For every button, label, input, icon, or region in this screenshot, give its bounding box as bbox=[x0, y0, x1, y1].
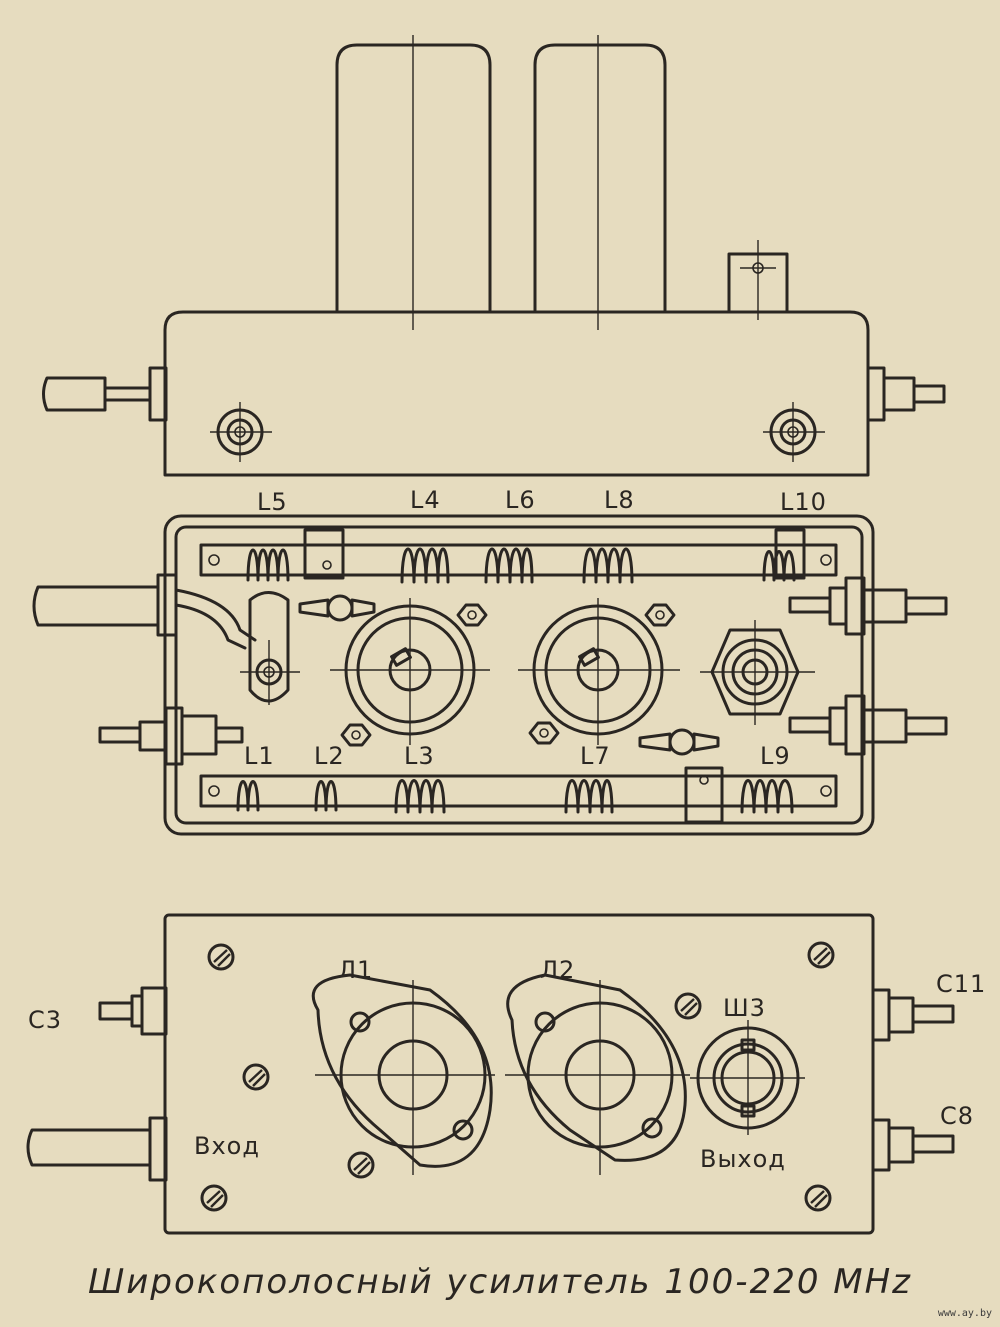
label-l1: L1 bbox=[244, 742, 275, 770]
label-c11: C11 bbox=[936, 970, 986, 998]
right-terminal-2 bbox=[788, 694, 948, 756]
label-l6: L6 bbox=[505, 486, 536, 514]
coil-l7 bbox=[564, 779, 614, 814]
tube-2-outline bbox=[533, 43, 667, 312]
trimmer-left bbox=[248, 591, 290, 703]
left-terminal-lower bbox=[98, 706, 244, 766]
upper-coil-rod bbox=[199, 543, 838, 577]
hex-nut-2 bbox=[644, 603, 676, 627]
connector-sh3 bbox=[690, 1020, 805, 1135]
coil-l10 bbox=[762, 550, 796, 582]
screw-7 bbox=[804, 1184, 832, 1212]
label-tube-1: Л1 bbox=[338, 956, 373, 984]
label-output: Выход bbox=[700, 1145, 786, 1173]
output-connector-top bbox=[700, 620, 815, 725]
chassis-side bbox=[163, 310, 870, 477]
label-l3: L3 bbox=[404, 742, 435, 770]
label-connector: Ш3 bbox=[723, 994, 766, 1022]
label-l5: L5 bbox=[257, 488, 288, 516]
label-input: Вход bbox=[194, 1132, 260, 1160]
lower-coil-rod bbox=[199, 774, 838, 808]
screw-3 bbox=[242, 1063, 270, 1091]
label-l7: L7 bbox=[580, 742, 611, 770]
side-bolt-left bbox=[210, 402, 272, 462]
tube-base-1 bbox=[311, 973, 495, 1175]
right-terminal-1 bbox=[788, 576, 948, 636]
label-c8: C8 bbox=[940, 1102, 974, 1130]
terminal-c8 bbox=[871, 1118, 955, 1172]
input-shaft-bottom bbox=[26, 1116, 168, 1182]
coil-l3 bbox=[394, 779, 446, 814]
screw-4 bbox=[674, 992, 702, 1020]
coil-l5 bbox=[246, 548, 290, 582]
screw-2 bbox=[807, 941, 835, 969]
left-shaft bbox=[42, 376, 107, 412]
hex-nut-3 bbox=[340, 723, 372, 747]
terminal-c3 bbox=[98, 986, 168, 1036]
screw-6 bbox=[200, 1184, 228, 1212]
tube-base-2 bbox=[505, 973, 690, 1175]
hex-nut-4 bbox=[528, 721, 560, 745]
tube-socket-2 bbox=[518, 598, 680, 745]
chassis-bottom bbox=[163, 913, 875, 1235]
screw-1 bbox=[207, 943, 235, 971]
label-l8: L8 bbox=[604, 486, 635, 514]
coil-l4 bbox=[400, 547, 450, 584]
terminal-c11 bbox=[871, 988, 955, 1042]
top-view: L5 L4 L6 L8 L10 L1 L2 L3 L7 L9 bbox=[32, 486, 948, 836]
coil-l8 bbox=[582, 547, 634, 584]
label-l10: L10 bbox=[780, 488, 827, 516]
input-shaft bbox=[32, 585, 160, 627]
side-view bbox=[42, 35, 946, 477]
chassis-top-inner bbox=[174, 525, 864, 825]
side-bolt-right bbox=[763, 402, 825, 462]
bottom-view: Л1 Л2 Ш3 C3 C11 C8 Вход Выход bbox=[26, 913, 986, 1235]
wing-nut-1 bbox=[298, 594, 376, 622]
coil-l2 bbox=[314, 780, 338, 812]
drawing-caption: Широкополосный усилитель 100-220 MHz bbox=[87, 1262, 913, 1302]
label-l4: L4 bbox=[410, 486, 441, 514]
chassis-top-outer bbox=[163, 514, 875, 836]
tube-socket-1 bbox=[330, 598, 490, 745]
coil-l1 bbox=[236, 780, 260, 812]
label-l2: L2 bbox=[314, 742, 345, 770]
watermark: www.ay.by bbox=[937, 1308, 992, 1319]
screw-5 bbox=[347, 1151, 375, 1179]
label-c3: C3 bbox=[28, 1006, 62, 1034]
label-tube-2: Л2 bbox=[540, 956, 575, 984]
coil-l6 bbox=[484, 547, 534, 584]
label-l9: L9 bbox=[760, 742, 791, 770]
wing-nut-2 bbox=[638, 728, 720, 756]
hex-nut-1 bbox=[456, 603, 488, 627]
coil-l9 bbox=[740, 779, 794, 814]
